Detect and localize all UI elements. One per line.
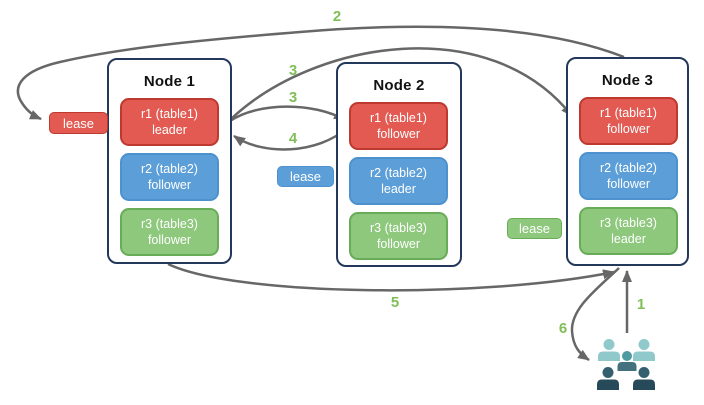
replica-role: follower <box>147 178 192 192</box>
step-label-3b: 3 <box>288 89 298 106</box>
node-2: Node 2 r1 (table1) follower r2 (table2) … <box>336 62 462 267</box>
replica-box: r3 (table3) leader <box>579 207 678 255</box>
replica-box: r1 (table1) follower <box>349 102 448 150</box>
replica-role: leader <box>152 123 187 137</box>
step-label-1: 1 <box>636 296 646 313</box>
replica-box: r2 (table2) follower <box>120 153 219 201</box>
replica-role: follower <box>376 237 421 251</box>
replica-label: r1 (table1) <box>370 110 427 125</box>
user-group-icon <box>597 339 655 390</box>
replica-box: r3 (table3) follower <box>349 212 448 260</box>
replica-box: r2 (table2) leader <box>349 157 448 205</box>
lease-badge-red: lease <box>49 112 108 134</box>
step-label-6: 6 <box>558 320 568 337</box>
replica-label: r1 (table1) <box>141 106 198 121</box>
step-label-4: 4 <box>288 130 298 147</box>
replica-role: follower <box>376 127 421 141</box>
replica-role: follower <box>147 233 192 247</box>
lease-badge-green: lease <box>507 218 562 239</box>
replica-role: follower <box>606 177 651 191</box>
arrow-step-5 <box>167 262 615 292</box>
replica-role: follower <box>606 122 651 136</box>
step-label-2: 2 <box>332 8 342 25</box>
step-label-5: 5 <box>390 294 400 311</box>
node-1: Node 1 r1 (table1) leader r2 (table2) fo… <box>107 58 232 264</box>
node-title: Node 3 <box>601 72 654 89</box>
replica-box: r1 (table1) leader <box>120 98 219 146</box>
replica-label: r2 (table2) <box>141 161 198 176</box>
lease-badge-blue: lease <box>277 166 334 187</box>
replica-label: r2 (table2) <box>370 165 427 180</box>
replica-label: r1 (table1) <box>600 105 657 120</box>
arrow-step-3-to-node2 <box>229 105 346 123</box>
replica-box: r3 (table3) follower <box>120 208 219 256</box>
node-title: Node 2 <box>373 77 425 94</box>
replica-role: leader <box>381 182 416 196</box>
replica-label: r3 (table3) <box>141 216 198 231</box>
node-3: Node 3 r1 (table1) follower r2 (table2) … <box>566 57 689 266</box>
replica-box: r2 (table2) follower <box>579 152 678 200</box>
replica-box: r1 (table1) follower <box>579 97 678 145</box>
node-title: Node 1 <box>143 73 196 90</box>
replica-label: r2 (table2) <box>600 160 657 175</box>
replica-role: leader <box>611 232 646 246</box>
step-label-3a: 3 <box>288 62 298 79</box>
replica-label: r3 (table3) <box>370 220 427 235</box>
replica-label: r3 (table3) <box>600 215 657 230</box>
arrow-step-6 <box>570 267 620 362</box>
